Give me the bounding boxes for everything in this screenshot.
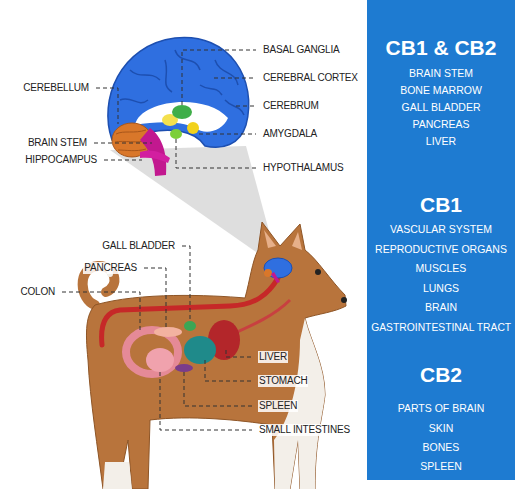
- leader-line: [62, 292, 140, 332]
- organ-list-item: PARTS OF BRAIN: [398, 402, 485, 414]
- leader-line: [104, 160, 142, 161]
- info-panel: CB1 & CB2BRAIN STEM BONE MARROW GALL BLADD…: [367, 0, 515, 480]
- gall-bladder-organ: [184, 321, 196, 331]
- leader-line: [199, 134, 256, 135]
- basal-ganglia-shape: [172, 105, 192, 119]
- stomach-organ: [184, 336, 216, 364]
- anatomy-overlay: [102, 258, 292, 374]
- dog-eye: [315, 269, 321, 275]
- dog-ear-inner: [264, 230, 276, 248]
- organ-list-item: SPLEEN: [420, 460, 461, 472]
- dog-ear-inner: [292, 232, 302, 250]
- leader-line: [182, 50, 256, 105]
- small-cerebellum: [264, 269, 272, 277]
- leader-line: [94, 143, 152, 144]
- dog-white-sock: [103, 462, 132, 489]
- part-label: COLON: [19, 286, 56, 298]
- small-intestine-organ: [146, 348, 174, 372]
- organ-list-item: BRAIN: [425, 301, 457, 313]
- receptor-heading: CB1 & CB2: [386, 36, 497, 60]
- organ-list-item: PANCREAS: [413, 118, 470, 130]
- organ-list-item: MUSCLES: [416, 262, 467, 274]
- pancreas-organ: [154, 327, 182, 337]
- part-label: SPLEEN: [258, 400, 298, 412]
- organ-list-item: REPRODUCTIVE ORGANS: [375, 243, 507, 255]
- organ-list-item: VASCULAR SYSTEM: [390, 223, 492, 235]
- part-label: GALL BLADDER: [101, 240, 176, 252]
- organ-list-item: BONE MARROW: [400, 84, 482, 96]
- leader-line: [184, 372, 252, 406]
- hypothalamus-shape: [170, 129, 182, 139]
- dog-illustration: [83, 222, 347, 489]
- part-label: BRAIN STEM: [27, 137, 88, 149]
- hippocampus-shape: [140, 150, 170, 163]
- part-label: CEREBRAL CORTEX: [262, 72, 359, 84]
- part-label: LIVER: [258, 351, 288, 363]
- leader-line: [205, 360, 252, 381]
- organ-list-item: LIVER: [426, 135, 456, 147]
- receptor-heading: CB1: [420, 193, 462, 217]
- dog-white-sock: [118, 466, 128, 489]
- part-label: HIPPOCAMPUS: [24, 154, 98, 166]
- white-matter: [135, 102, 228, 132]
- leader-line: [214, 78, 256, 79]
- leader-line: [182, 246, 190, 320]
- part-label: HYPOTHALAMUS: [262, 162, 344, 174]
- part-label: STOMACH: [258, 375, 308, 387]
- amygdala-shape: [187, 122, 199, 134]
- brain-illustration: [108, 37, 249, 176]
- leader-line: [160, 372, 252, 430]
- organ-list-item: BONES: [423, 441, 460, 453]
- leader-line: [176, 139, 256, 168]
- leader-line: [96, 88, 118, 124]
- part-label: SMALL INTESTINES: [258, 424, 351, 436]
- organ-list-item: GALL BLADDER: [402, 101, 481, 113]
- part-label: PANCREAS: [83, 262, 138, 274]
- organ-list-item: GASTROINTESTINAL TRACT: [371, 321, 511, 333]
- dog-nose: [341, 297, 347, 303]
- organ-list-item: LUNGS: [423, 282, 459, 294]
- leader-line: [226, 350, 252, 357]
- part-label: CEREBRUM: [262, 100, 320, 112]
- part-label: CEREBELLUM: [22, 82, 90, 94]
- organ-list-item: BRAIN STEM: [409, 67, 473, 79]
- spleen-organ: [175, 364, 193, 372]
- small-brain-stem: [271, 272, 280, 283]
- leader-line: [236, 106, 256, 107]
- small-brain: [264, 258, 292, 278]
- part-label: BASAL GANGLIA: [262, 44, 341, 56]
- leader-line: [144, 268, 166, 328]
- organ-list-item: SKIN: [429, 422, 454, 434]
- leader-lines: [62, 50, 256, 430]
- receptor-heading: CB2: [420, 363, 462, 387]
- part-label: AMYGDALA: [262, 128, 318, 140]
